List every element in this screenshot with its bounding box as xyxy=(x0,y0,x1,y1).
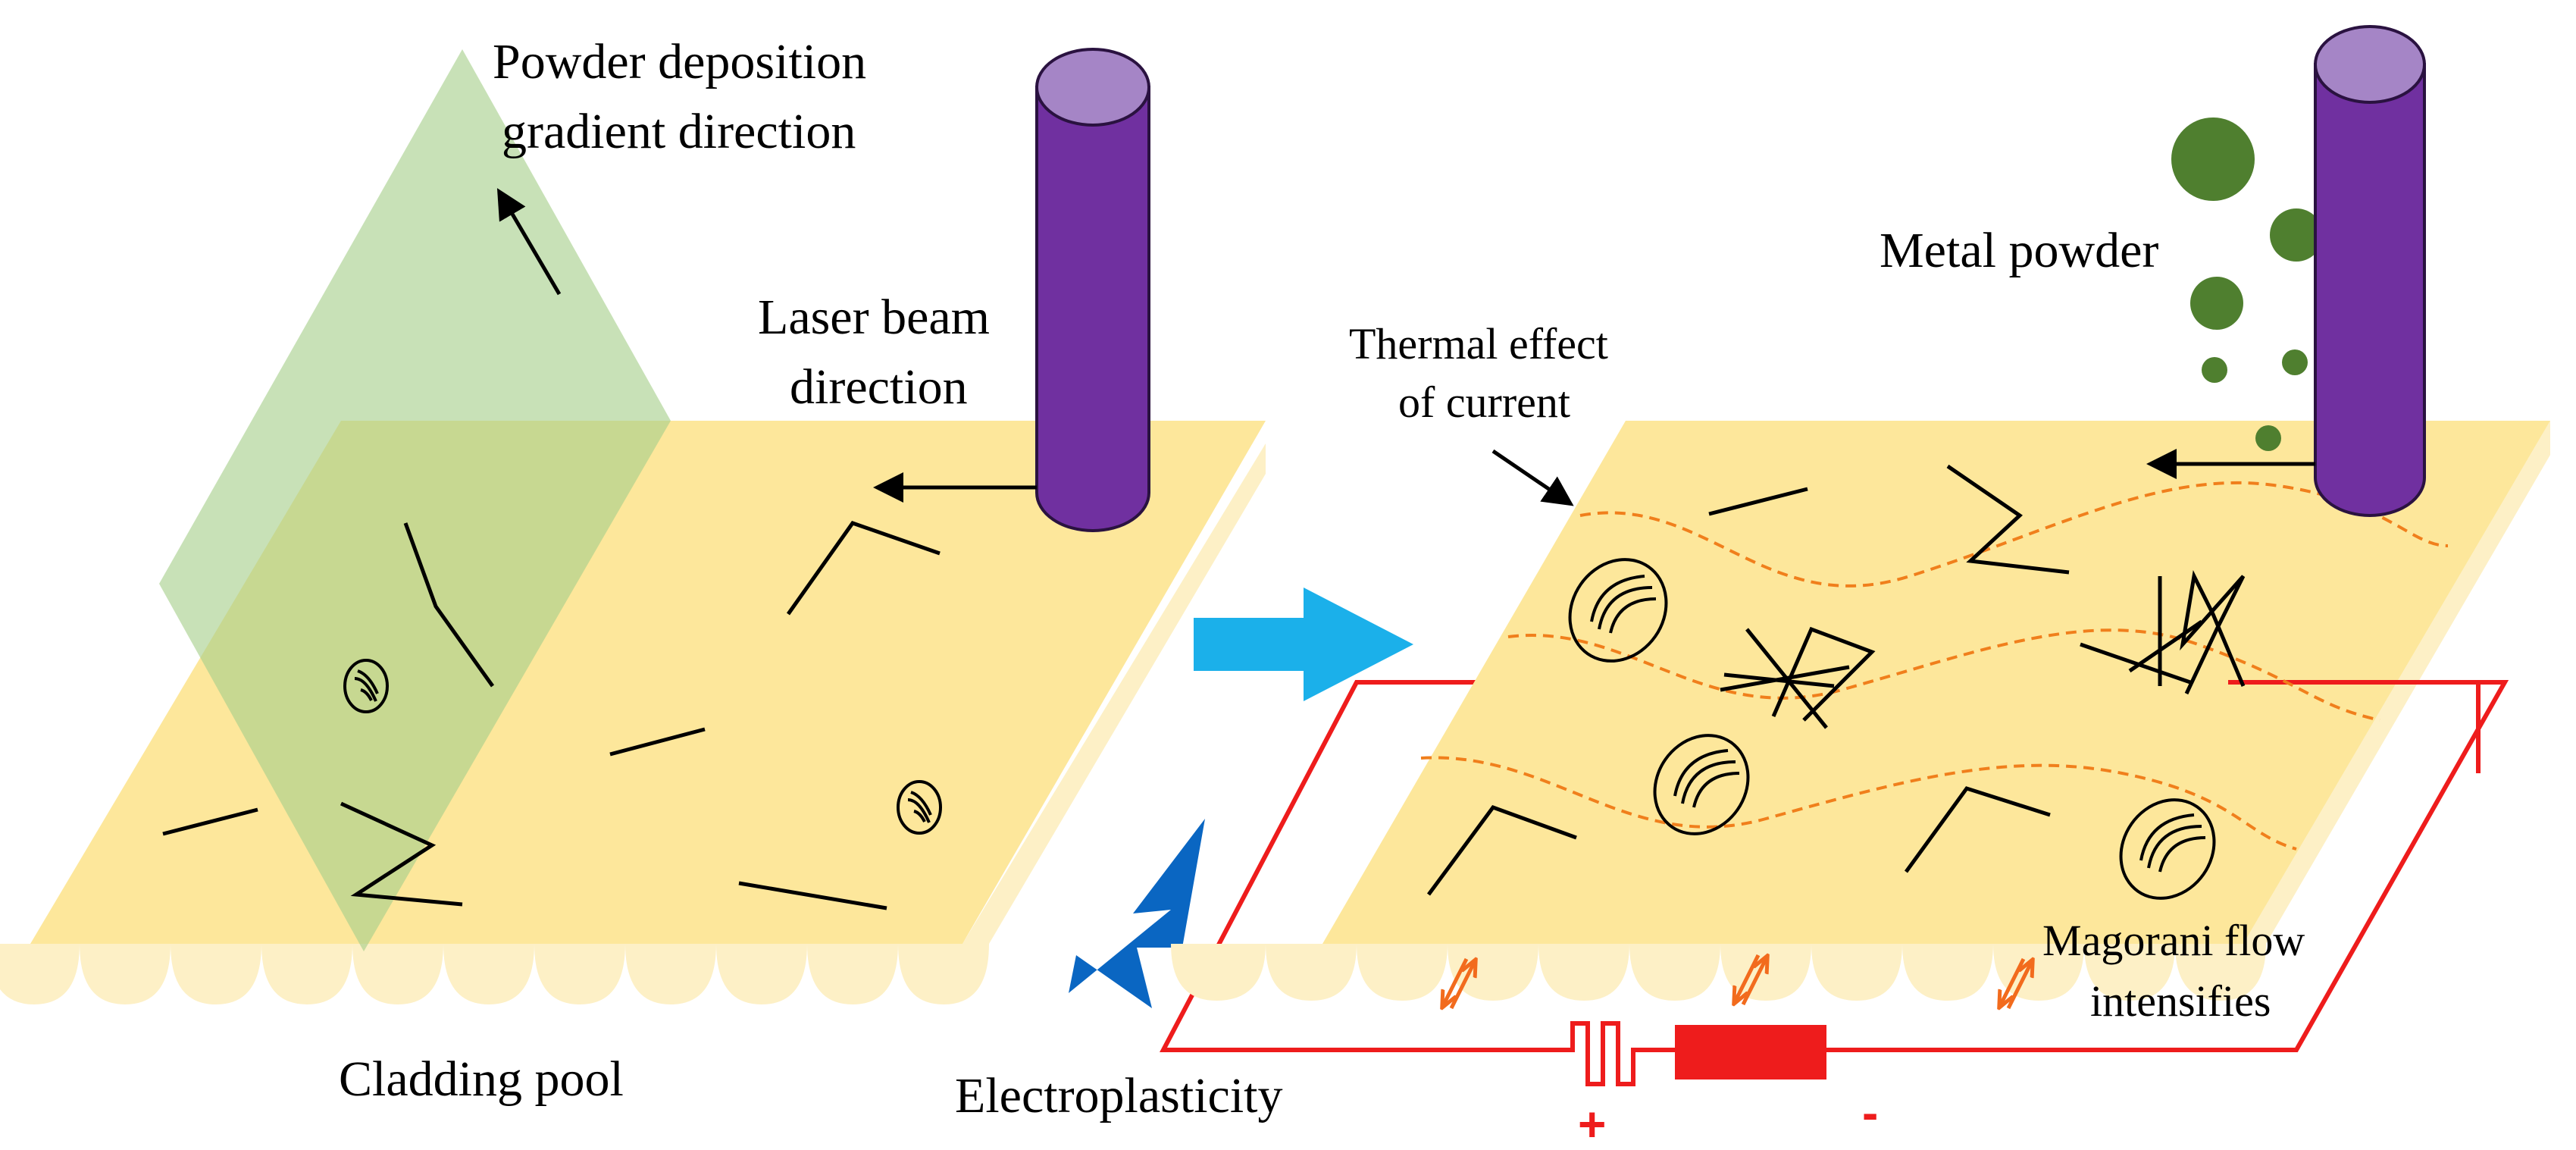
marangoni-label-line1: Magorani flow xyxy=(2042,916,2305,965)
metal-powder-label: Metal powder xyxy=(1880,223,2158,278)
powder-direction-label-line2: gradient direction xyxy=(502,104,856,159)
powder-deposition-plane xyxy=(159,49,671,951)
thermal-effect-pointer xyxy=(1491,449,1574,506)
right-crack-lines xyxy=(1426,464,2246,896)
thermal-effect-label-line2: of current xyxy=(1398,378,1570,427)
right-panel: + - Thermal effect of current xyxy=(1160,25,2550,1150)
powder-direction-arrow xyxy=(496,188,562,296)
right-laser-nozzle xyxy=(2314,25,2426,517)
minus-sign: - xyxy=(1862,1086,1878,1140)
laser-direction-label-line2: direction xyxy=(790,359,968,415)
electroplasticity-label: Electroplasticity xyxy=(955,1068,1283,1123)
left-laser-nozzle xyxy=(1035,48,1150,532)
powder-direction-label-line1: Powder deposition xyxy=(493,34,866,89)
resistor-icon xyxy=(1675,1025,1826,1079)
left-crack-lines xyxy=(162,521,941,910)
marangoni-flow-arrows xyxy=(1444,955,2031,1008)
cladding-pool-label: Cladding pool xyxy=(339,1051,624,1107)
metal-powder-particles xyxy=(2171,118,2323,451)
lightning-bolt-icon xyxy=(1069,819,1205,1008)
plus-sign: + xyxy=(1578,1097,1606,1150)
right-grains xyxy=(1568,558,2216,900)
laser-direction-label-line1: Laser beam xyxy=(758,290,990,345)
left-plate-edge xyxy=(0,443,1266,1004)
left-grains xyxy=(343,659,942,835)
battery-icon xyxy=(1561,1021,1675,1086)
thermal-effect-label-line1: Thermal effect xyxy=(1349,319,1608,368)
circuit-wire xyxy=(1160,680,1561,1052)
marangoni-label-line2: intensifies xyxy=(2090,976,2271,1026)
right-arrow-icon xyxy=(1194,588,1413,701)
left-panel: Powder deposition gradient direction Las… xyxy=(0,34,1266,1107)
